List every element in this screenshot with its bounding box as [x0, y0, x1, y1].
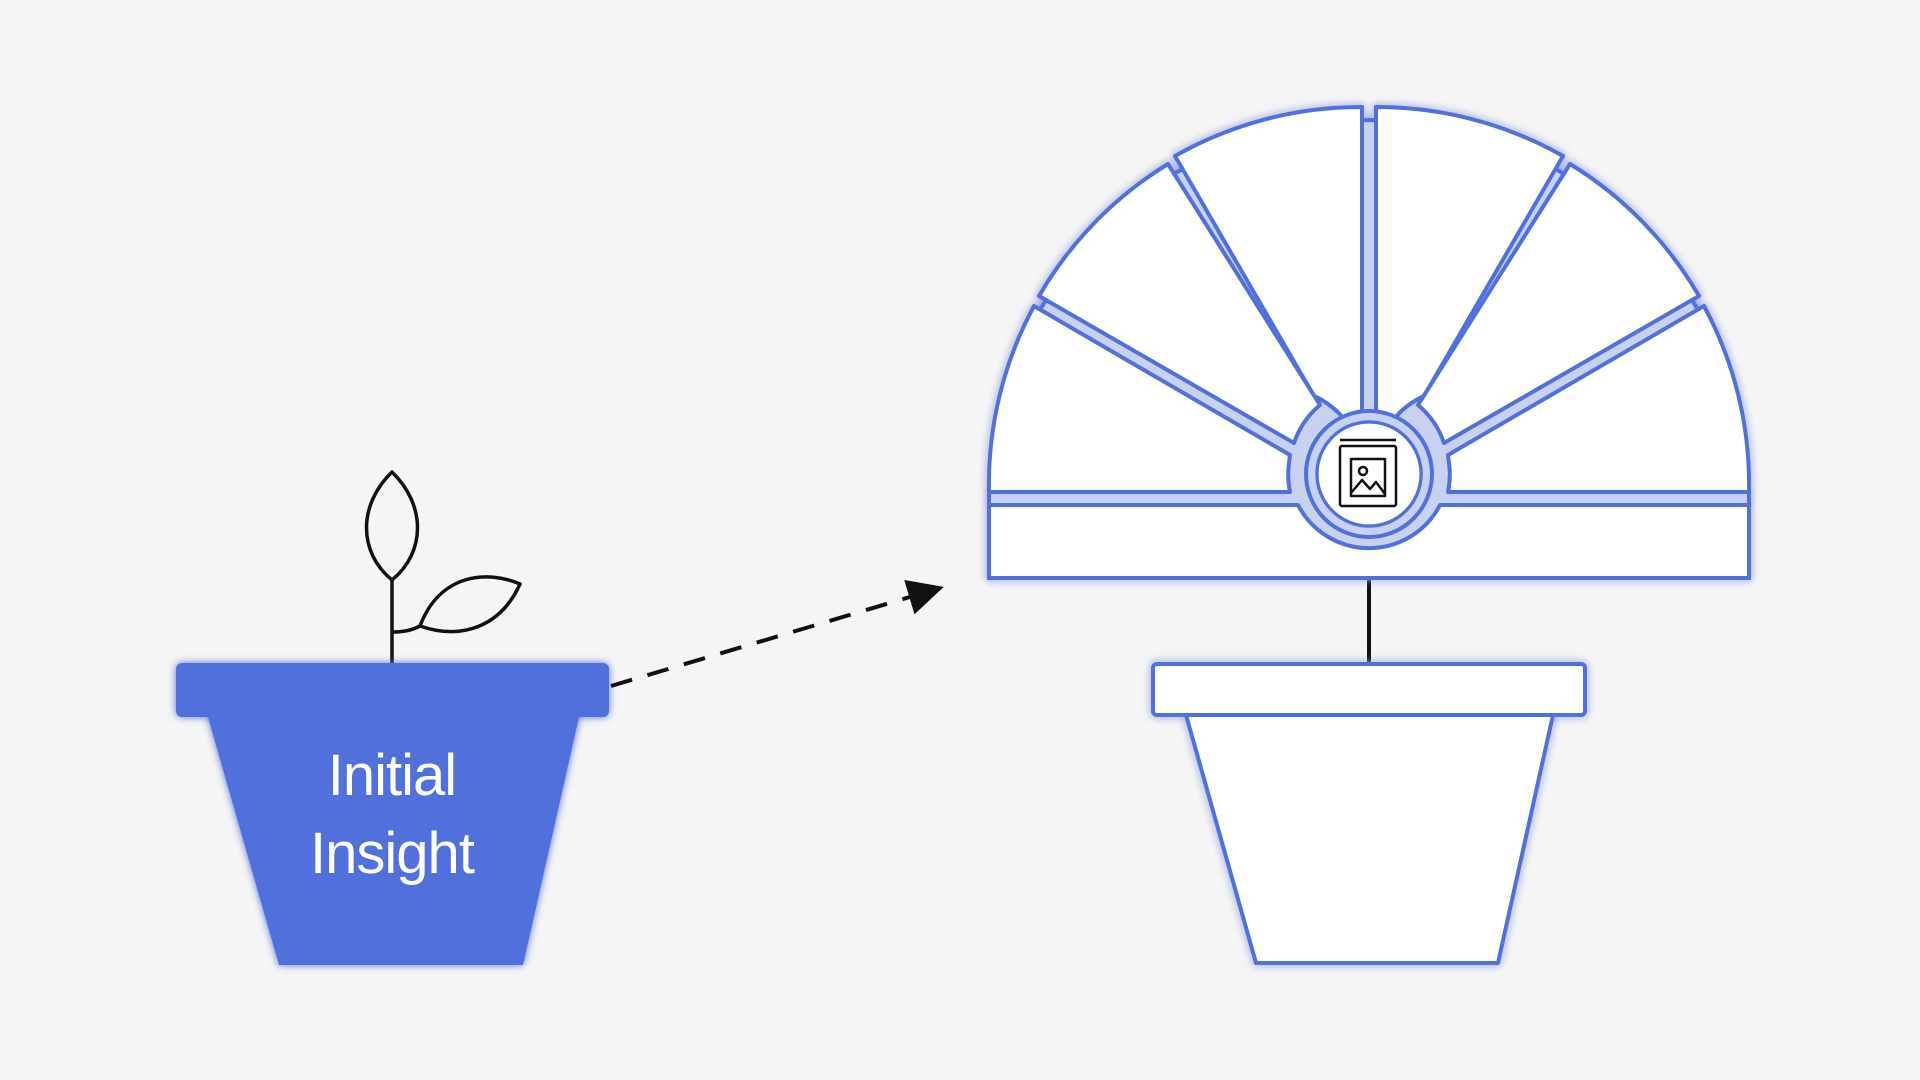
target-pot-body — [1184, 713, 1555, 965]
canopy-base-bar — [987, 503, 1751, 580]
source-pot-body — [208, 717, 579, 965]
source-plant: Initial Insight — [176, 470, 609, 965]
source-pot-label-line1: Initial — [328, 743, 456, 808]
canopy — [986, 104, 1752, 580]
canopy-hub — [1315, 420, 1423, 528]
source-pot-rim — [176, 663, 609, 717]
canopy-segment-6 — [1446, 304, 1752, 494]
canopy-segment-3 — [1037, 162, 1322, 445]
target-pot-rim — [1151, 662, 1587, 717]
canopy-segment-4 — [1416, 162, 1701, 445]
book-image-icon — [1338, 438, 1398, 508]
canopy-segment-5 — [986, 304, 1292, 494]
source-pot — [176, 663, 609, 965]
sprout-icon — [364, 470, 522, 664]
growth-arrow — [610, 579, 944, 688]
target-plant — [986, 104, 1752, 965]
canopy-segments — [986, 104, 1752, 494]
source-pot-label-line2: Insight — [310, 821, 475, 886]
target-pot — [1151, 662, 1587, 965]
